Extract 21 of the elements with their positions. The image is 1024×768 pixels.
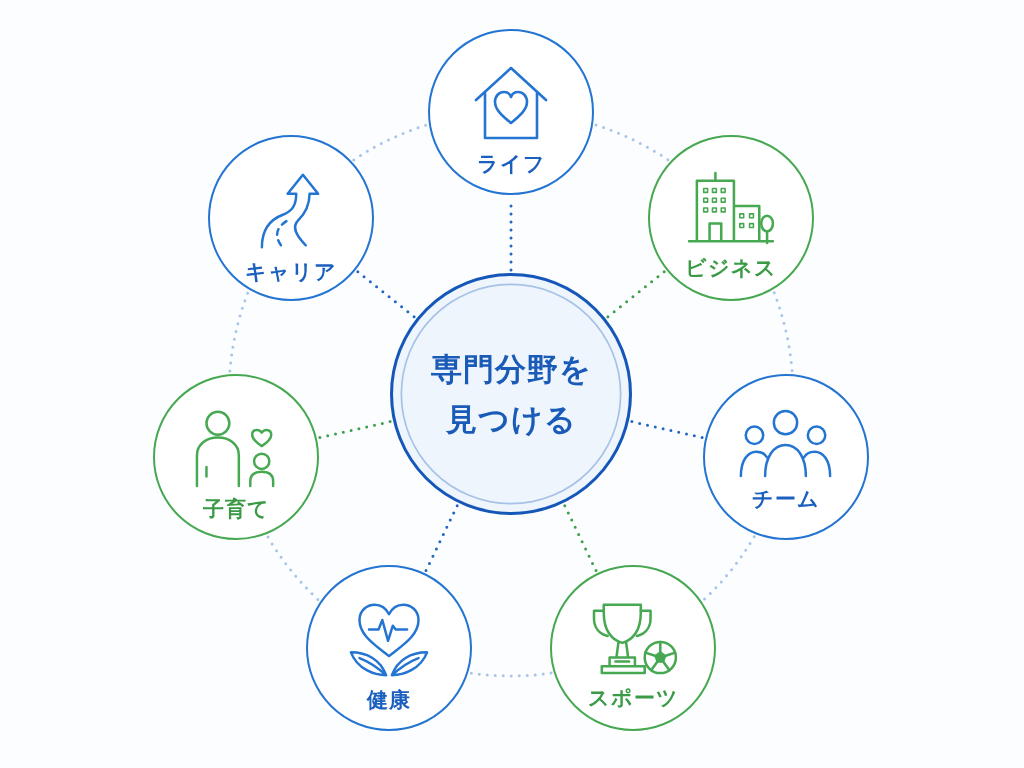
dotted-arc	[266, 535, 320, 601]
node-label: ライフ	[476, 151, 546, 177]
dotted-line	[424, 504, 459, 573]
dotted-arc	[352, 123, 428, 162]
dotted-arc	[594, 123, 670, 162]
node-label: キャリア	[244, 259, 337, 286]
dotted-line	[630, 420, 704, 440]
dotted-arc	[469, 671, 553, 678]
dotted-line	[318, 420, 392, 440]
dotted-line	[563, 504, 598, 573]
node-label: ビジネス	[685, 255, 778, 282]
node-label: チーム	[751, 485, 820, 512]
dotted-line	[606, 270, 666, 319]
dotted-arc	[228, 291, 250, 373]
node-label: スポーツ	[587, 685, 679, 712]
dotted-line	[356, 270, 416, 319]
node-label: 専門分野を見つける	[429, 350, 593, 439]
node-label: 子育て	[202, 495, 270, 522]
node-label: 健康	[366, 687, 411, 714]
dotted-arc	[772, 291, 794, 373]
dotted-arc	[702, 535, 756, 601]
